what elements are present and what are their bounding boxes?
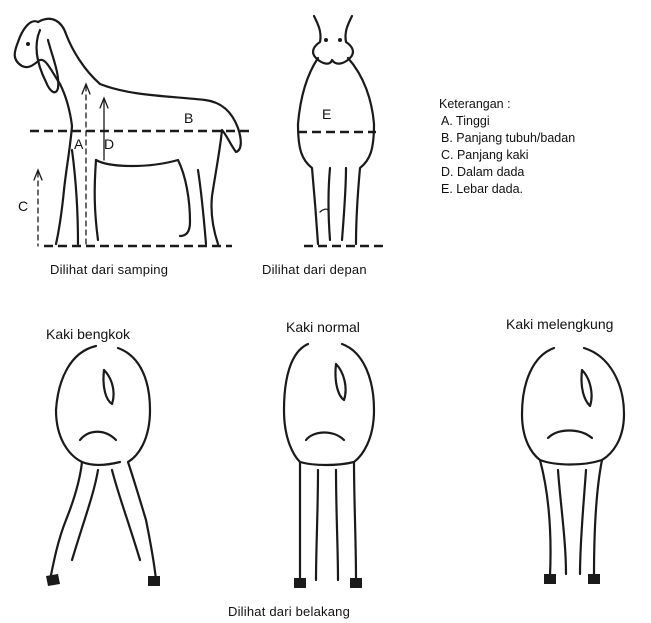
goat-side-view xyxy=(15,19,252,246)
goat-rear-curved xyxy=(522,348,624,584)
goat-rear-normal xyxy=(284,344,374,588)
legend-item-b: B. Panjang tubuh/badan xyxy=(439,130,575,147)
legend-item-e: E. Lebar dada. xyxy=(439,181,575,198)
goat-front-view xyxy=(298,16,386,246)
legend: Keterangan : A. Tinggi B. Panjang tubuh/… xyxy=(439,96,575,198)
legend-title: Keterangan : xyxy=(439,96,575,113)
label-normal-legs: Kaki normal xyxy=(286,319,360,335)
label-curved-legs: Kaki melengkung xyxy=(506,316,613,332)
caption-side-view: Dilihat dari samping xyxy=(50,262,168,277)
goat-rear-bent xyxy=(46,346,160,586)
caption-back-view: Dilihat dari belakang xyxy=(228,604,350,619)
caption-front-view: Dilihat dari depan xyxy=(262,262,367,277)
measure-letter-b: B xyxy=(184,110,193,126)
legend-item-c: C. Panjang kaki xyxy=(439,147,575,164)
measure-letter-a: A xyxy=(74,136,83,152)
measure-letter-d: D xyxy=(104,136,114,152)
legend-item-d: D. Dalam dada xyxy=(439,164,575,181)
label-bent-legs: Kaki bengkok xyxy=(46,326,130,342)
measure-letter-e: E xyxy=(322,106,331,122)
measure-letter-c: C xyxy=(18,198,28,214)
legend-item-a: A. Tinggi xyxy=(439,113,575,130)
